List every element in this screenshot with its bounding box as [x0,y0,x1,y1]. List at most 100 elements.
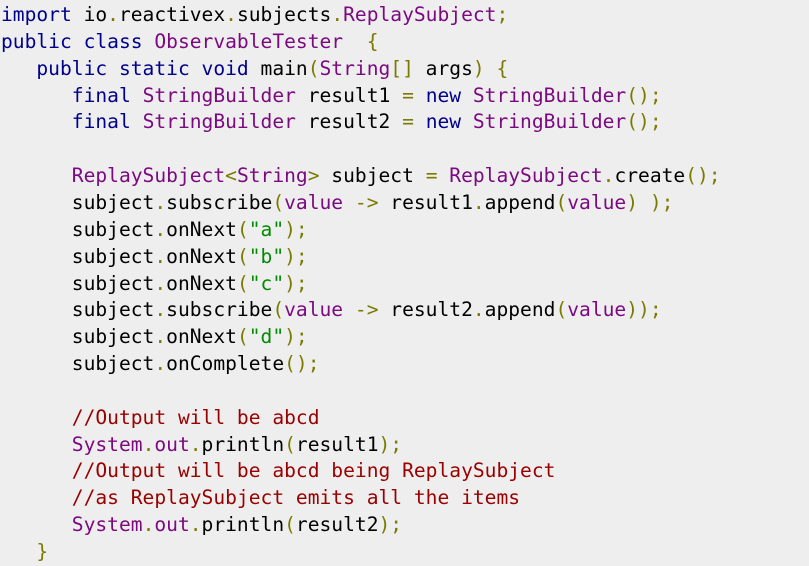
code-token-cmt: //Output will be abcd [71,405,320,429]
code-token-txt: result1 [378,190,473,214]
code-token-pun: . [107,3,119,26]
code-token-txt [343,30,367,53]
code-token-pun: ); [378,513,403,537]
code-token-txt: onNext [166,271,237,295]
code-token-kw: new [425,110,462,134]
code-token-txt: subject [1,271,155,295]
code-token-cmt: //Output will be abcd being ReplaySubjec… [71,459,556,483]
code-token-fld: value [284,190,344,214]
code-token-txt: subject [1,325,155,349]
code-token-txt [131,84,143,107]
code-token-txt [461,84,473,107]
code-line: subject.onNext("b"); [1,244,308,270]
code-line: final StringBuilder result1 = new String… [1,83,662,109]
code-token-pun: . [472,190,485,214]
code-token-pun: . [154,298,167,322]
code-token-txt: subject [319,164,426,188]
code-token-pun: ); [378,432,403,456]
code-token-typ: ReplaySubject [343,3,497,26]
code-token-kw: public [36,56,108,80]
code-token-typ: System [71,432,143,456]
code-token-typ: ReplaySubject [71,164,226,188]
code-token-txt [72,30,84,53]
code-token-txt [1,433,72,456]
code-token-pun: ( [236,271,249,295]
code-token-txt: result2 [378,298,473,322]
code-token-pun: ( [272,298,285,322]
code-token-kw: final [71,83,131,107]
code-token-fld: value [567,190,627,214]
code-token-pun: > [307,164,320,188]
code-token-kw: final [71,110,131,134]
code-token-pun: . [142,513,155,537]
code-line: //Output will be abcd being ReplaySubjec… [1,458,556,484]
code-token-txt: append [484,298,556,322]
code-token-typ: System [71,513,143,537]
code-token-txt [1,110,72,133]
code-line: subject.onNext("a"); [1,217,308,243]
code-token-pun: (); [626,83,662,107]
code-token-txt: onNext [166,325,237,349]
code-token-txt [143,30,155,53]
code-line: } [1,539,48,565]
code-token-fld: value [567,298,627,322]
code-token-pun: (); [685,164,721,188]
code-token-txt: subject [1,298,155,322]
code-token-txt [343,191,355,214]
code-line: subject.subscribe(value -> result2.appen… [1,297,662,323]
code-line: System.out.println(result1); [1,432,402,458]
code-token-txt: main [248,56,308,80]
code-token-typ: ReplaySubject [449,164,603,188]
code-token-txt: onNext [166,244,237,268]
code-token-pun: . [331,3,344,26]
code-token-txt: println [201,432,285,456]
code-token-str: "a" [248,217,285,241]
code-token-txt [1,459,72,482]
code-token-fld: out [154,432,190,456]
code-token-txt: subject [1,217,155,241]
code-token-pun: ( [236,244,249,268]
code-token-kw: void [201,56,249,80]
code-token-str: "d" [248,325,285,349]
code-token-pun: ); [284,271,308,295]
code-token-pun: . [225,3,237,26]
code-token-txt: onComplete [166,352,285,376]
code-token-pun: . [154,190,167,214]
code-token-pun: = [402,110,414,134]
code-token-pun: . [154,325,167,349]
code-token-txt: println [201,513,285,537]
code-token-txt [1,406,72,429]
code-token-pun: ); [649,190,674,214]
code-token-txt [1,486,72,509]
code-token-txt: result2 [295,110,403,134]
code-token-pun: { [496,56,509,80]
code-token-txt: subject [1,244,155,268]
code-token-txt [131,110,143,133]
code-line: subject.onNext("d"); [1,324,308,350]
code-token-txt [1,540,36,563]
code-token-pun: ); [284,217,308,241]
code-token-pun: . [189,513,202,537]
code-token-kw: static [118,56,190,80]
code-token-kw: class [83,29,143,53]
code-token-txt: args [413,56,473,80]
code-token-txt: subject [1,352,155,376]
code-token-pun: { [366,29,379,53]
code-token-txt: result1 [295,83,403,107]
code-token-pun: ( [284,513,296,537]
code-line: System.out.println(result2); [1,512,402,538]
code-token-pun: ( [236,217,249,241]
code-token-str: "b" [248,244,285,268]
code-line: subject.onComplete(); [1,351,320,377]
code-token-cmt: //as ReplaySubject emits all the items [71,486,521,510]
code-line: public class ObservableTester { [1,29,379,55]
code-token-kw: import [1,3,72,26]
code-token-txt: result1 [295,432,379,456]
code-token-pun: . [154,271,167,295]
code-token-typ: String [236,164,308,188]
code-token-pun: ) [626,190,639,214]
code-token-kw: new [425,83,462,107]
code-token-pun: . [154,352,167,376]
code-token-pun: ( [272,190,285,214]
